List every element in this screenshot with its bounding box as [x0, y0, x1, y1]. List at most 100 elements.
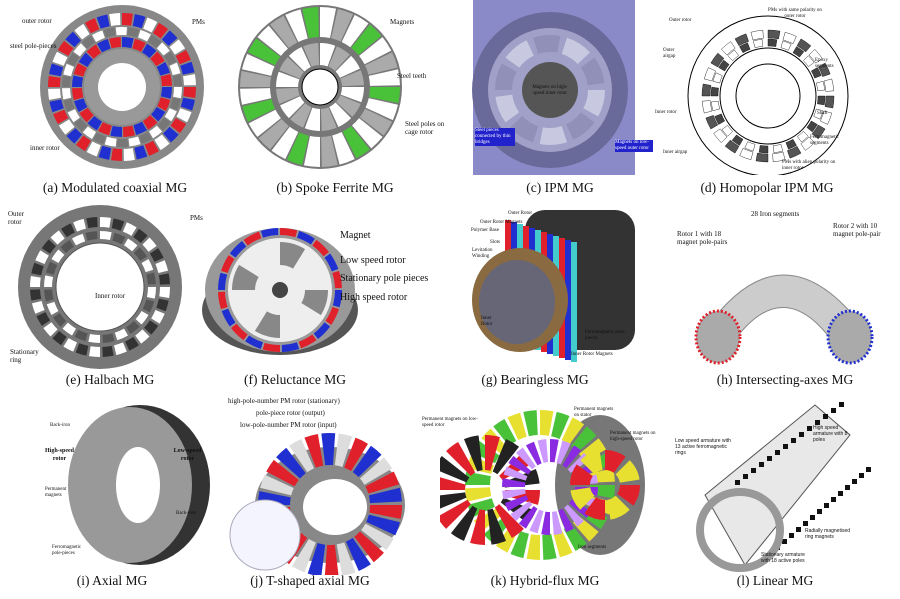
ring-segment — [44, 275, 54, 287]
ring-segment — [823, 78, 835, 92]
ring-segment — [352, 445, 382, 478]
ring-segment — [787, 145, 802, 159]
shape — [826, 309, 874, 365]
hybrid-flux-diagram — [440, 410, 645, 560]
ring-segment — [493, 418, 517, 446]
caption: (e) Halbach MG — [65, 372, 155, 387]
panel-h: 28 Iron segments Rotor 1 with 18 magnet … — [665, 200, 900, 395]
ring-segment — [529, 509, 544, 534]
label: Stationary armature with 18 active poles — [761, 552, 805, 564]
ring-segment — [151, 107, 166, 122]
linear-diagram — [696, 402, 871, 572]
ring-segment — [796, 38, 812, 53]
ring-segment — [615, 460, 640, 483]
ring-segment — [31, 262, 44, 276]
ring-segment — [44, 289, 54, 302]
ring-segment — [63, 98, 75, 112]
ring-segment — [518, 506, 538, 529]
ring-segment — [280, 242, 306, 269]
ring-segment — [151, 309, 165, 324]
label: Outer airgap — [663, 48, 676, 59]
caption: (h) Intersecting-axes MG — [716, 372, 854, 387]
ring-segment — [114, 342, 127, 356]
ring-segment — [292, 538, 316, 573]
shape — [704, 404, 851, 566]
ring-segment — [739, 42, 751, 53]
ring-segment — [134, 145, 148, 160]
magnet-block — [866, 467, 871, 472]
halbach-diagram — [18, 205, 182, 369]
magnet-block — [810, 515, 815, 520]
magnet-block — [751, 468, 756, 473]
ring-segment — [157, 97, 171, 111]
ring-segment — [122, 13, 133, 26]
label: Magnet — [340, 230, 371, 241]
ring-segment — [30, 289, 42, 301]
ring-segment — [81, 35, 96, 49]
magnet-block — [759, 462, 764, 467]
ring-segment — [144, 140, 159, 156]
label: PMs — [192, 18, 205, 26]
label: Inner Rotor Magnets — [571, 352, 613, 357]
panel-f: Magnet Low speed rotor Stationary pole p… — [200, 200, 450, 395]
ring-segment — [146, 272, 156, 285]
ring-segment — [739, 148, 754, 160]
ring-segment — [580, 450, 603, 475]
ring-segment — [142, 43, 157, 58]
ring-segment — [485, 435, 500, 471]
ring-segment — [303, 135, 320, 167]
ring-segment — [312, 239, 329, 257]
ring-segment — [57, 40, 74, 56]
ring-segment — [72, 75, 84, 87]
ring-segment — [526, 441, 542, 466]
ring-segment — [169, 39, 186, 55]
label: High speed rotor — [340, 292, 408, 303]
ring-segment — [180, 97, 195, 111]
caption: (l) Linear MG — [736, 573, 814, 588]
ring-segment — [132, 14, 146, 29]
ring-segment — [41, 239, 56, 254]
ring-segment — [49, 99, 64, 113]
ring-segment — [73, 63, 87, 77]
ring-segment — [242, 99, 275, 122]
ring-segment — [169, 62, 181, 76]
ring-segment — [266, 459, 299, 487]
ring-segment — [359, 37, 392, 65]
ring-segment — [550, 439, 559, 463]
label: PMs with same polarity on outer rotor — [768, 8, 822, 19]
ring-segment — [792, 46, 805, 58]
ring-segment — [487, 508, 507, 545]
ring-segment — [242, 53, 275, 76]
ring-segment — [139, 132, 152, 144]
ring-segment — [46, 301, 59, 315]
label: Epoxy segments — [815, 58, 834, 69]
label: Low-speed rotor — [173, 448, 202, 462]
ring-segment — [564, 504, 584, 527]
ring-segment — [135, 329, 150, 344]
ring-segment — [551, 411, 570, 440]
axial-diagram — [68, 405, 210, 565]
ring-segment — [123, 125, 135, 137]
magnet-block — [817, 509, 822, 514]
ring-segment — [63, 63, 75, 77]
magnet-block — [796, 527, 801, 532]
ring-segment — [110, 125, 122, 137]
ring-segment — [133, 121, 147, 135]
ring-segment — [817, 62, 831, 77]
ring-segment — [143, 17, 158, 33]
ring-segment — [93, 132, 106, 145]
ring-segment — [508, 455, 531, 475]
ring-segment — [332, 290, 342, 308]
ring-segment — [288, 47, 311, 72]
magnet-block — [791, 438, 796, 443]
ring-segment — [164, 108, 177, 122]
ring-segment — [701, 83, 712, 97]
ring-segment — [141, 259, 154, 273]
ring-segment — [53, 109, 69, 124]
ring-segment — [502, 478, 526, 487]
ring-segment — [51, 249, 65, 263]
ring-segment — [260, 474, 294, 496]
ring-segment — [126, 320, 140, 334]
panel-a: outer rotor steel pole-pieces inner roto… — [0, 0, 225, 200]
ring-segment — [66, 128, 83, 144]
